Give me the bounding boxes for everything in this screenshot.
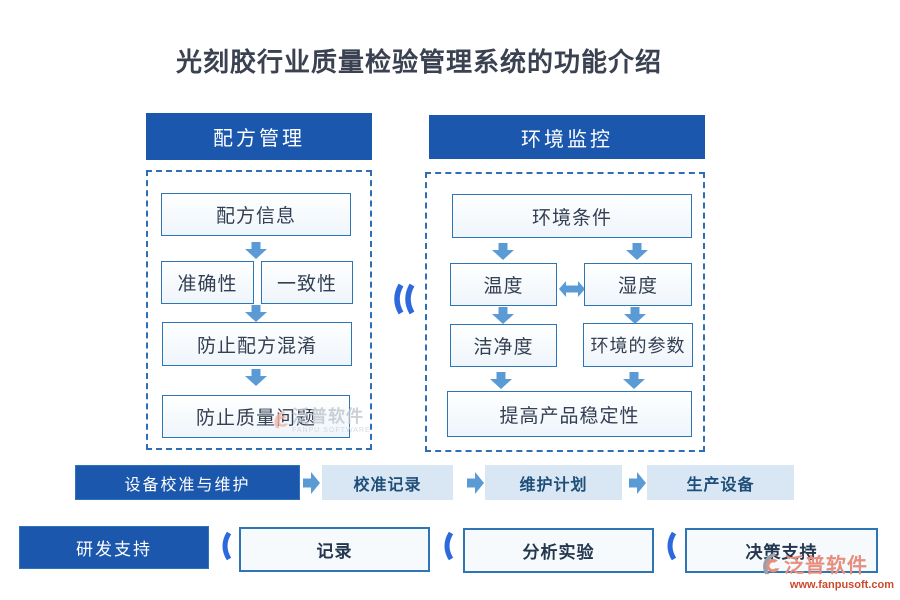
arrow-down-icon	[490, 372, 512, 389]
calibration-item-records: 校准记录	[322, 465, 453, 500]
calibration-header: 设备校准与维护	[75, 465, 300, 500]
rnd-item-records: 记录	[239, 527, 430, 572]
node-env-parameters: 环境的参数	[583, 323, 693, 367]
page-title: 光刻胶行业质量检验管理系统的功能介绍	[175, 48, 662, 77]
arrow-right-icon	[629, 472, 646, 494]
env-flow-container	[425, 172, 705, 452]
node-stability: 提高产品稳定性	[447, 391, 692, 437]
arrow-right-icon	[467, 472, 484, 494]
double-chevron-left-icon	[394, 283, 415, 315]
node-env-condition: 环境条件	[452, 194, 692, 238]
fanpu-logo-icon	[763, 552, 780, 574]
node-temperature: 温度	[450, 263, 557, 306]
fanpu-logo-url: www.fanpusoft.com	[789, 579, 894, 591]
watermark-logo-icon	[274, 411, 288, 429]
watermark: 泛普软件 FANPU SOFTWARE	[272, 408, 371, 434]
fanpu-logo: 泛普软件 www.fanpusoft.com	[760, 549, 894, 591]
recipe-flow-container	[146, 170, 372, 450]
arrow-right-icon	[303, 472, 320, 494]
fanpu-logo-name: 泛普软件	[784, 555, 868, 577]
watermark-name: 泛普软件	[292, 407, 364, 426]
arrow-down-icon	[492, 307, 514, 324]
calibration-item-equipment: 生产设备	[647, 465, 794, 500]
node-consistency: 一致性	[261, 261, 353, 304]
rnd-header: 研发支持	[19, 526, 209, 569]
chevron-left-icon	[444, 531, 454, 561]
chevron-left-icon	[222, 531, 232, 561]
recipe-section-header: 配方管理	[146, 113, 372, 160]
calibration-item-plan: 维护计划	[485, 465, 622, 500]
node-recipe-info: 配方信息	[161, 193, 351, 236]
arrow-down-icon	[624, 307, 646, 324]
arrow-down-icon	[492, 243, 514, 260]
arrow-down-icon	[626, 243, 648, 260]
node-accuracy: 准确性	[161, 261, 254, 304]
arrow-down-icon	[245, 369, 267, 386]
arrow-down-icon	[623, 372, 645, 389]
node-prevent-mix: 防止配方混淆	[162, 322, 352, 366]
arrow-left-right-icon	[559, 281, 585, 297]
env-section-header: 环境监控	[429, 115, 705, 159]
watermark-subtitle: FANPU SOFTWARE	[292, 427, 371, 434]
rnd-item-analysis: 分析实验	[463, 528, 654, 573]
arrow-down-icon	[245, 242, 267, 259]
rnd-item-decision: 决策支持	[685, 528, 878, 573]
node-cleanliness: 洁净度	[450, 324, 557, 367]
chevron-left-icon	[667, 531, 677, 561]
node-humidity: 湿度	[584, 263, 692, 306]
arrow-down-icon	[245, 305, 267, 322]
